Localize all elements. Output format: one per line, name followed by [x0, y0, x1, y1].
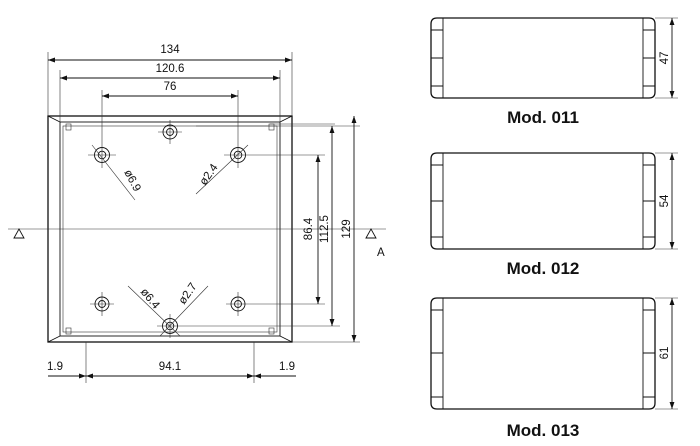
side-view-mod-012: 54 Mod. 012 [430, 152, 678, 278]
section-arrow-left [13, 228, 25, 239]
corner-tab [268, 123, 275, 131]
dim-right-offset: 1.9 [279, 361, 295, 373]
dim-inner-height: 112.5 [319, 215, 331, 243]
section-arrow-right [365, 228, 377, 239]
model-height-011: 47 [659, 52, 671, 65]
mounting-hole-lower-left [90, 292, 114, 316]
dim-hole-dia-a: ø6.9 [121, 168, 142, 194]
dim-left-offset: 1.9 [47, 361, 63, 373]
mounting-hole-upper-right [224, 90, 325, 168]
leader-hole-d [159, 285, 209, 337]
leader-hole-a [91, 144, 136, 201]
dim-hole-spacing-x: 76 [164, 81, 177, 93]
side-view-mod-013: 61 Mod. 013 [430, 297, 678, 440]
model-caption-011: Mod. 011 [507, 108, 579, 127]
dim-hole-spacing-y: 86.4 [303, 217, 315, 240]
box-corner-bevels [47, 115, 293, 343]
dim-overall-height: 129 [341, 219, 353, 238]
extension-lines [47, 52, 360, 383]
dim-hole-dia-d: ø2.7 [177, 281, 200, 307]
dim-overall-width: 134 [160, 44, 180, 56]
mounting-hole-bottom-center [157, 314, 340, 338]
corner-tab [65, 123, 72, 131]
leader-hole-b [195, 144, 249, 195]
model-height-012: 54 [659, 194, 671, 207]
section-label: A [377, 247, 385, 259]
dim-hole-dia-b: ø2.4 [198, 161, 221, 187]
corner-tab [268, 327, 275, 335]
leader-hole-c [127, 285, 181, 337]
side-view-mod-011: 47 Mod. 011 [430, 17, 678, 127]
model-caption-012: Mod. 012 [507, 259, 580, 278]
corner-tab [65, 327, 72, 335]
dim-inner-width: 120.6 [156, 63, 185, 75]
dim-bottom-spacing: 94.1 [159, 361, 181, 373]
model-caption-013: Mod. 013 [507, 421, 580, 440]
mounting-hole-upper-left [88, 90, 116, 168]
mounting-hole-lower-right [226, 292, 325, 316]
top-view: A 134 120.6 [8, 44, 386, 383]
model-height-013: 61 [659, 347, 671, 360]
mounting-hole-top-center [158, 120, 182, 144]
